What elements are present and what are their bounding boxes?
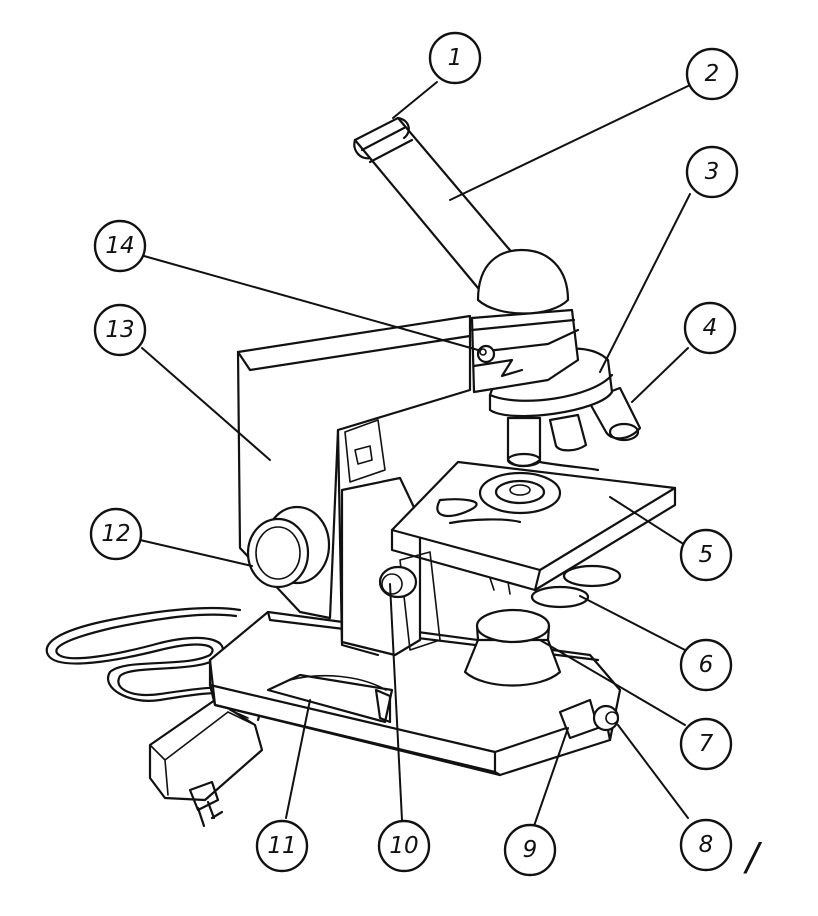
callout-10: 10 (377, 819, 431, 873)
svg-text:5: 5 (699, 542, 714, 568)
callout-6: 6 (679, 638, 733, 692)
light-control-slider (266, 673, 394, 724)
callout-5: 5 (679, 528, 733, 582)
svg-text:7: 7 (699, 731, 714, 757)
eyepiece-tube (353, 116, 570, 315)
condenser-diaphragm (489, 564, 622, 609)
fine-focus-knob (378, 565, 418, 599)
callout-9: 9 (503, 823, 557, 877)
svg-text:8: 8 (699, 832, 714, 858)
svg-text:10: 10 (389, 833, 418, 859)
condenser-lamp (463, 608, 562, 687)
svg-text:11: 11 (267, 833, 296, 859)
callout-1: 1 (428, 31, 482, 85)
specimen-stage (390, 460, 677, 592)
svg-text:14: 14 (105, 233, 134, 259)
callout-2: 2 (685, 47, 739, 101)
callout-4: 4 (683, 301, 737, 355)
svg-text:1: 1 (448, 45, 463, 71)
svg-text:6: 6 (699, 652, 714, 678)
svg-text:9: 9 (523, 837, 538, 863)
pen-mark: / (743, 835, 763, 879)
callout-8: 8 (679, 818, 733, 872)
callout-12: 12 (89, 507, 143, 561)
svg-text:12: 12 (101, 521, 130, 547)
power-adapter (148, 698, 264, 828)
callout-3: 3 (685, 145, 739, 199)
leader-lines (139, 81, 691, 827)
callout-14: 14 (93, 219, 147, 273)
callout-11: 11 (255, 819, 309, 873)
callout-13: 13 (93, 303, 147, 357)
svg-text:4: 4 (703, 315, 718, 341)
callout-7: 7 (679, 717, 733, 771)
coarse-focus-knob (246, 505, 331, 589)
svg-text:13: 13 (105, 317, 134, 343)
power-cord (45, 606, 261, 722)
microscope-head (470, 308, 580, 394)
svg-text:2: 2 (705, 61, 720, 87)
svg-text:3: 3 (705, 159, 720, 185)
